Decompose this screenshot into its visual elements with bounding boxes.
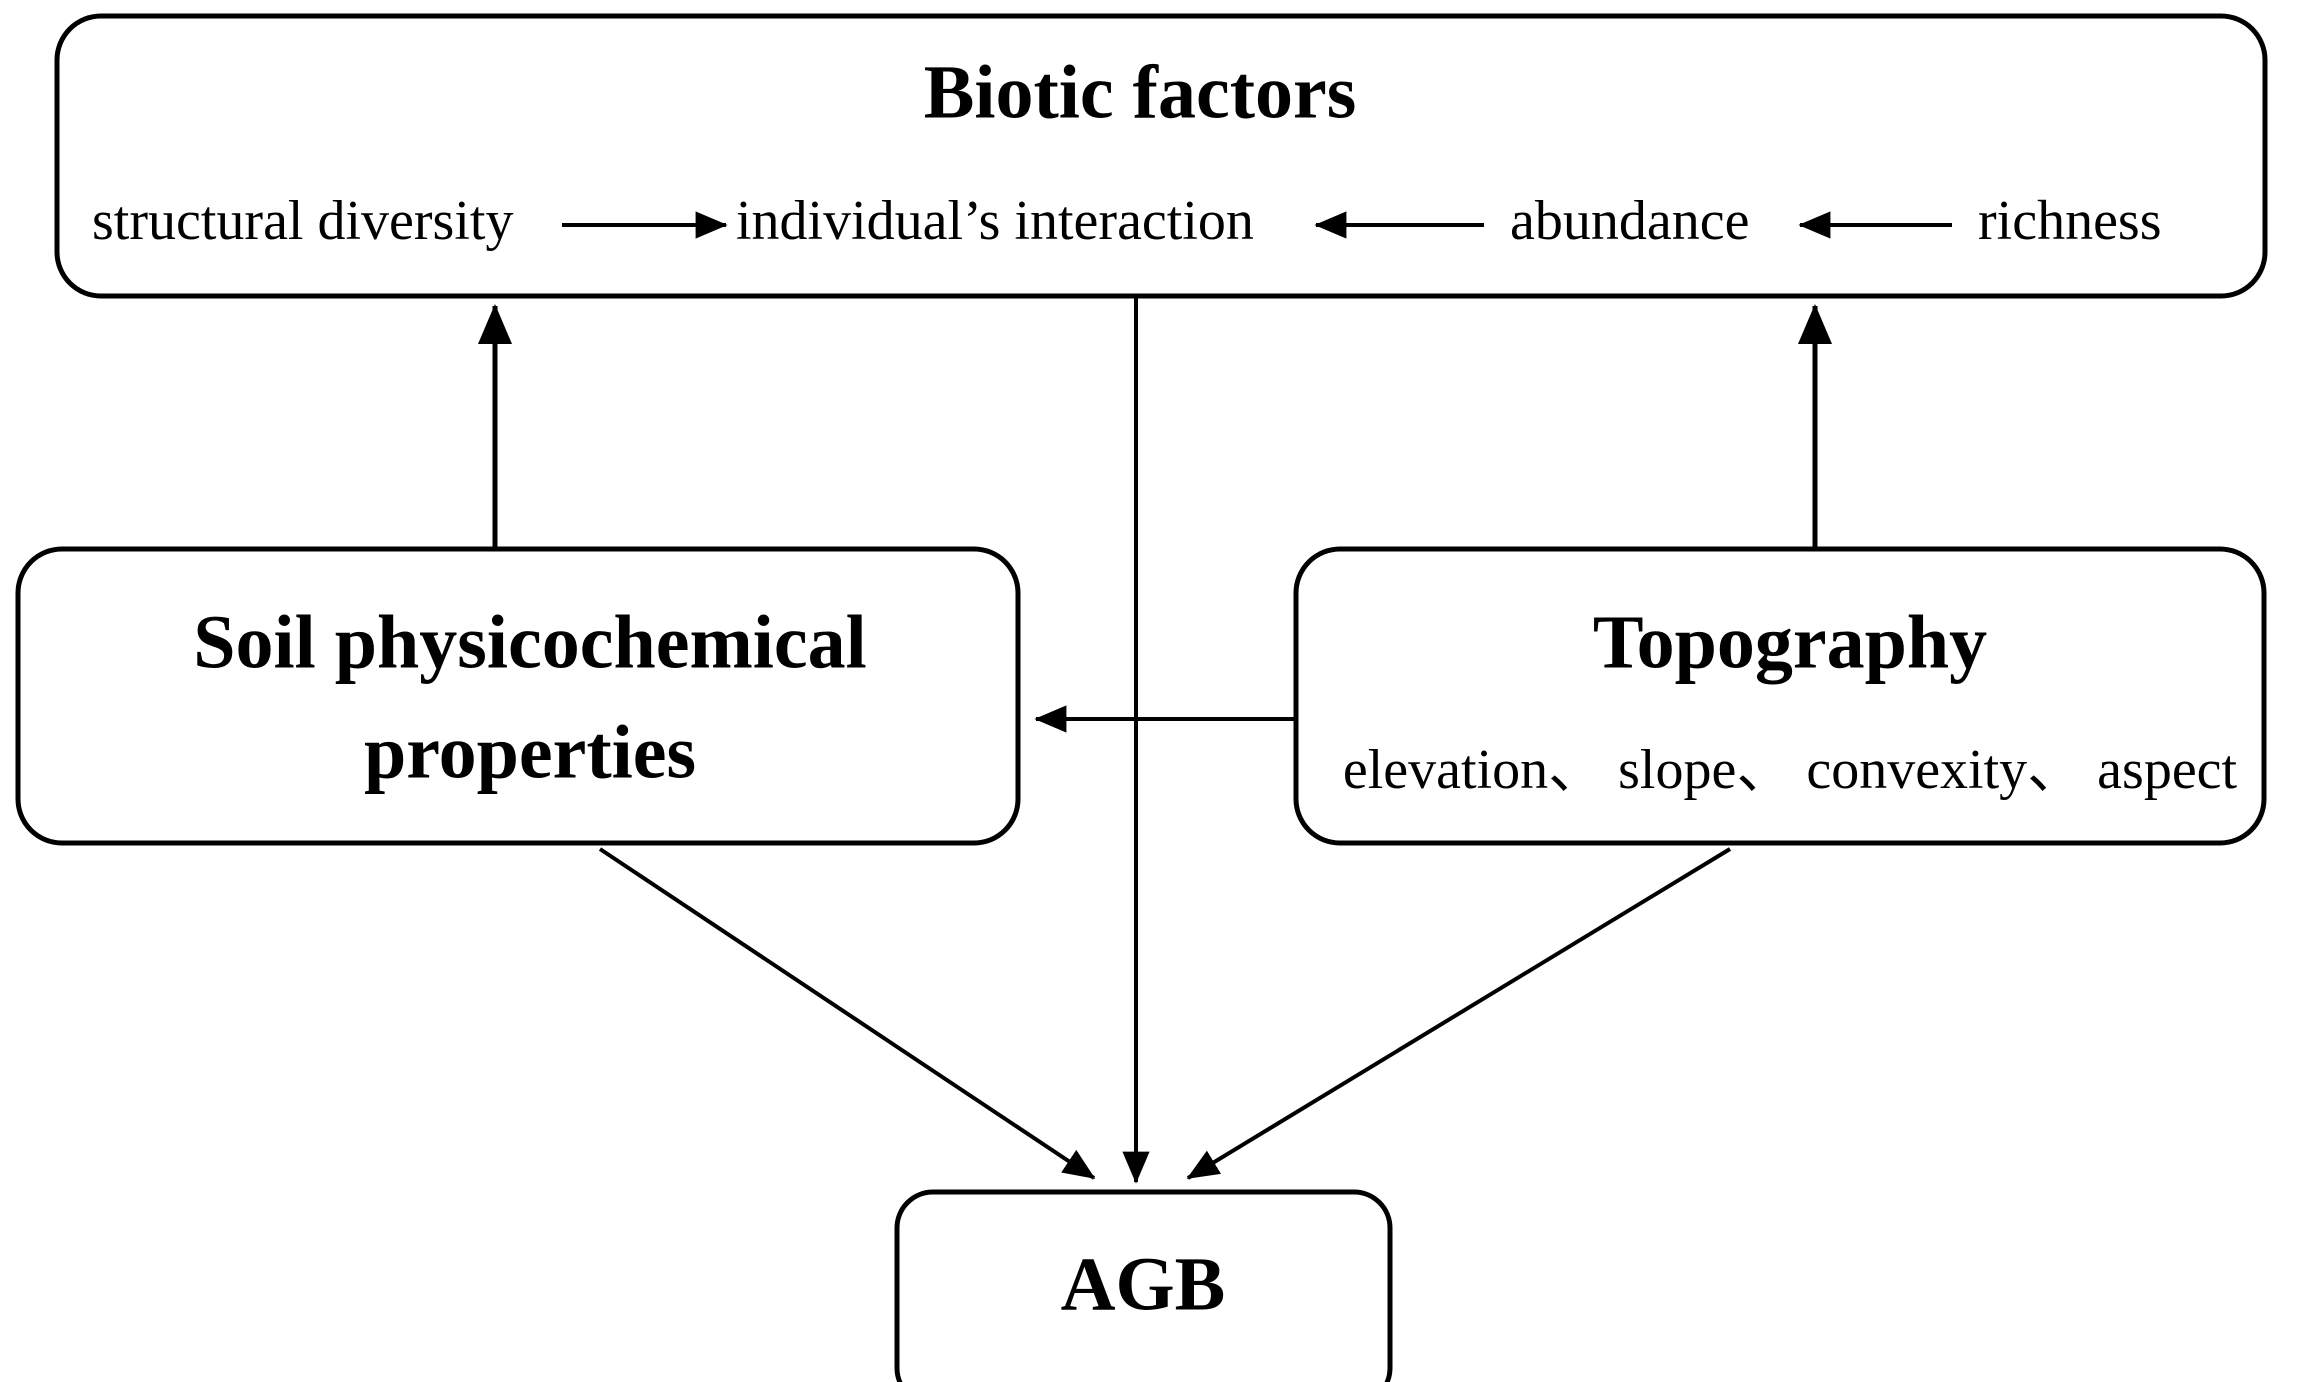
edge-topography-to-agb	[1186, 847, 1732, 1180]
term-richness: richness	[1978, 190, 2162, 252]
agb-title: AGB	[1061, 1242, 1226, 1326]
node-soil-physicochemical-properties[interactable]	[15, 546, 1021, 846]
soil-title-line-1: Soil physicochemical	[193, 600, 866, 684]
edge-soil-to-agb	[598, 847, 1096, 1180]
node-topography[interactable]	[1293, 546, 2267, 846]
term-structural-diversity: structural diversity	[92, 190, 513, 252]
soil-title-line-2: properties	[364, 710, 696, 794]
term-abundance: abundance	[1510, 190, 1749, 252]
topography-title: Topography	[1593, 600, 1987, 684]
topography-subtitle: elevation、 slope、 convexity、 aspect	[1343, 739, 2238, 801]
node-agb[interactable]	[894, 1189, 1393, 1382]
biotic-factors-title: Biotic factors	[924, 50, 1357, 134]
term-individuals-interaction: individual’s interaction	[736, 190, 1254, 252]
